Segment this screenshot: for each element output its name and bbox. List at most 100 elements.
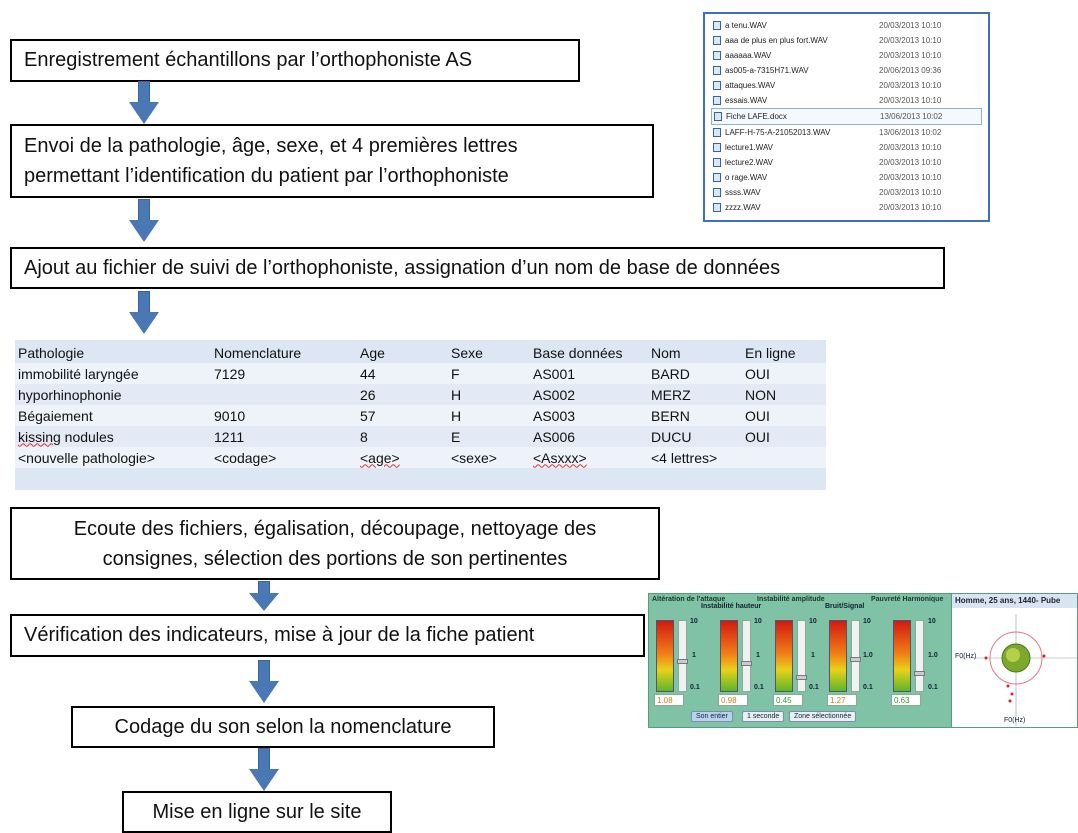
zone-selectionnee-button[interactable]: Zone sélectionnée <box>789 711 857 722</box>
indicators-panel: Altération de l'attaque Instabilité ampl… <box>648 593 1078 728</box>
file-item[interactable]: zzzz.WAV 20/03/2013 10:10 <box>711 200 982 215</box>
file-date: 20/06/2013 09:36 <box>879 66 942 75</box>
header-base-donnees: Base données <box>533 344 623 361</box>
slider-attaque[interactable] <box>677 620 688 692</box>
down-arrow-icon <box>129 81 159 126</box>
label-hauteur: Instabilité hauteur <box>701 603 762 610</box>
cell: H <box>448 405 530 426</box>
scale-mid: 1 <box>756 652 760 659</box>
file-name: lecture2.WAV <box>725 158 774 167</box>
scale-top: 10 <box>754 618 762 625</box>
down-arrow-icon <box>249 660 279 705</box>
cell: 44 <box>357 363 448 384</box>
son-entier-button[interactable]: Son entier <box>691 711 733 722</box>
slider-bruit[interactable] <box>850 620 861 692</box>
wav-file-icon <box>713 51 721 60</box>
file-date: 20/03/2013 10:10 <box>879 173 942 182</box>
step-ecoute-line1: Ecoute des fichiers, égalisation, découp… <box>73 518 597 540</box>
step-mise-en-ligne-text: Mise en ligne sur le site <box>152 801 362 823</box>
down-arrow-icon <box>249 581 279 614</box>
file-item[interactable]: o rage.WAV 20/03/2013 10:10 <box>711 170 982 185</box>
gauge-attaque <box>656 620 674 692</box>
wav-file-icon <box>713 203 721 212</box>
value-hauteur: 0.98 <box>718 694 748 706</box>
step-ajout: Ajout au fichier de suivi de l’orthophon… <box>10 247 945 289</box>
slider-knob[interactable] <box>741 661 752 666</box>
cell: OUI <box>742 363 826 384</box>
step-codage: Codage du son selon la nomenclature <box>71 706 495 748</box>
pitch-plot: Homme, 25 ans, 1440- Pube F0(Hz) F0(Hz) <box>951 594 1077 727</box>
file-name: as005-a-7315H71.WAV <box>725 66 809 75</box>
wav-file-icon <box>713 66 721 75</box>
wav-file-icon <box>713 143 721 152</box>
step-mise-en-ligne: Mise en ligne sur le site <box>122 791 392 833</box>
value-amplitude: 0.45 <box>773 694 803 706</box>
file-name: o rage.WAV <box>725 173 768 182</box>
value-harmonique: 0.63 <box>891 694 921 706</box>
cell: H <box>448 384 530 405</box>
file-name: zzzz.WAV <box>725 203 761 212</box>
wav-file-icon <box>713 128 721 137</box>
header-age: Age <box>360 344 385 361</box>
file-date: 20/03/2013 10:10 <box>879 203 942 212</box>
une-seconde-button[interactable]: 1 seconde <box>742 711 785 722</box>
slider-harmonique[interactable] <box>914 620 925 692</box>
indicator-labels: Altération de l'attaque Instabilité ampl… <box>649 594 1077 606</box>
wav-file-icon <box>713 96 721 105</box>
cell: 9010 <box>211 405 357 426</box>
patient-title: Homme, 25 ans, 1440- Pube <box>952 594 1077 608</box>
scale-mid2: 1.0 <box>928 652 938 659</box>
down-arrow-icon <box>249 748 279 793</box>
label-attaque: Altération de l'attaque <box>652 596 726 603</box>
slider-knob[interactable] <box>914 671 925 676</box>
cell: immobilité laryngée <box>15 363 211 384</box>
slider-knob[interactable] <box>677 659 688 664</box>
scale-top: 10 <box>863 618 871 625</box>
cell: BERN <box>648 405 742 426</box>
step-ajout-text: Ajout au fichier de suivi de l’orthophon… <box>24 257 781 279</box>
cell: BARD <box>648 363 742 384</box>
label-bruit: Bruit/Signal <box>825 603 865 610</box>
file-date: 20/03/2013 10:10 <box>879 143 942 152</box>
slider-knob[interactable] <box>850 657 861 662</box>
wav-file-icon <box>713 173 721 182</box>
file-item[interactable]: as005-a-7315H71.WAV 20/06/2013 09:36 <box>711 63 982 78</box>
cell: 26 <box>357 384 448 405</box>
cell: MERZ <box>648 384 742 405</box>
down-arrow-icon <box>129 199 159 244</box>
scale-top: 10 <box>928 618 936 625</box>
table-row: immobilité laryngée 7129 44 F AS001 BARD… <box>15 363 826 384</box>
slider-hauteur[interactable] <box>741 620 752 692</box>
file-name: aaaaaa.WAV <box>725 51 772 60</box>
cell: <4 lettres> <box>648 447 742 468</box>
table-row: Bégaiement 9010 57 H AS003 BERN OUI <box>15 405 826 426</box>
down-arrow-icon <box>129 291 159 336</box>
cell: 8 <box>357 426 448 447</box>
docx-file-icon <box>714 112 722 121</box>
step-envoi: Envoi de la pathologie, âge, sexe, et 4 … <box>10 124 654 198</box>
step-envoi-line1: Envoi de la pathologie, âge, sexe, et 4 … <box>24 135 518 157</box>
scale-bot: 0.1 <box>928 684 938 691</box>
wav-file-icon <box>713 158 721 167</box>
file-date: 20/03/2013 10:10 <box>879 188 942 197</box>
cell: 57 <box>357 405 448 426</box>
table-header-row: Pathologie Nomenclature Age Sexe Base do… <box>15 340 826 363</box>
cell: <Asxxx> <box>530 447 648 468</box>
file-name: a tenu.WAV <box>725 21 767 30</box>
file-date: 20/03/2013 10:10 <box>879 96 942 105</box>
cell: AS002 <box>530 384 648 405</box>
slider-knob[interactable] <box>796 675 807 680</box>
slider-amplitude[interactable] <box>796 620 807 692</box>
scale-bot: 0.1 <box>863 684 873 691</box>
